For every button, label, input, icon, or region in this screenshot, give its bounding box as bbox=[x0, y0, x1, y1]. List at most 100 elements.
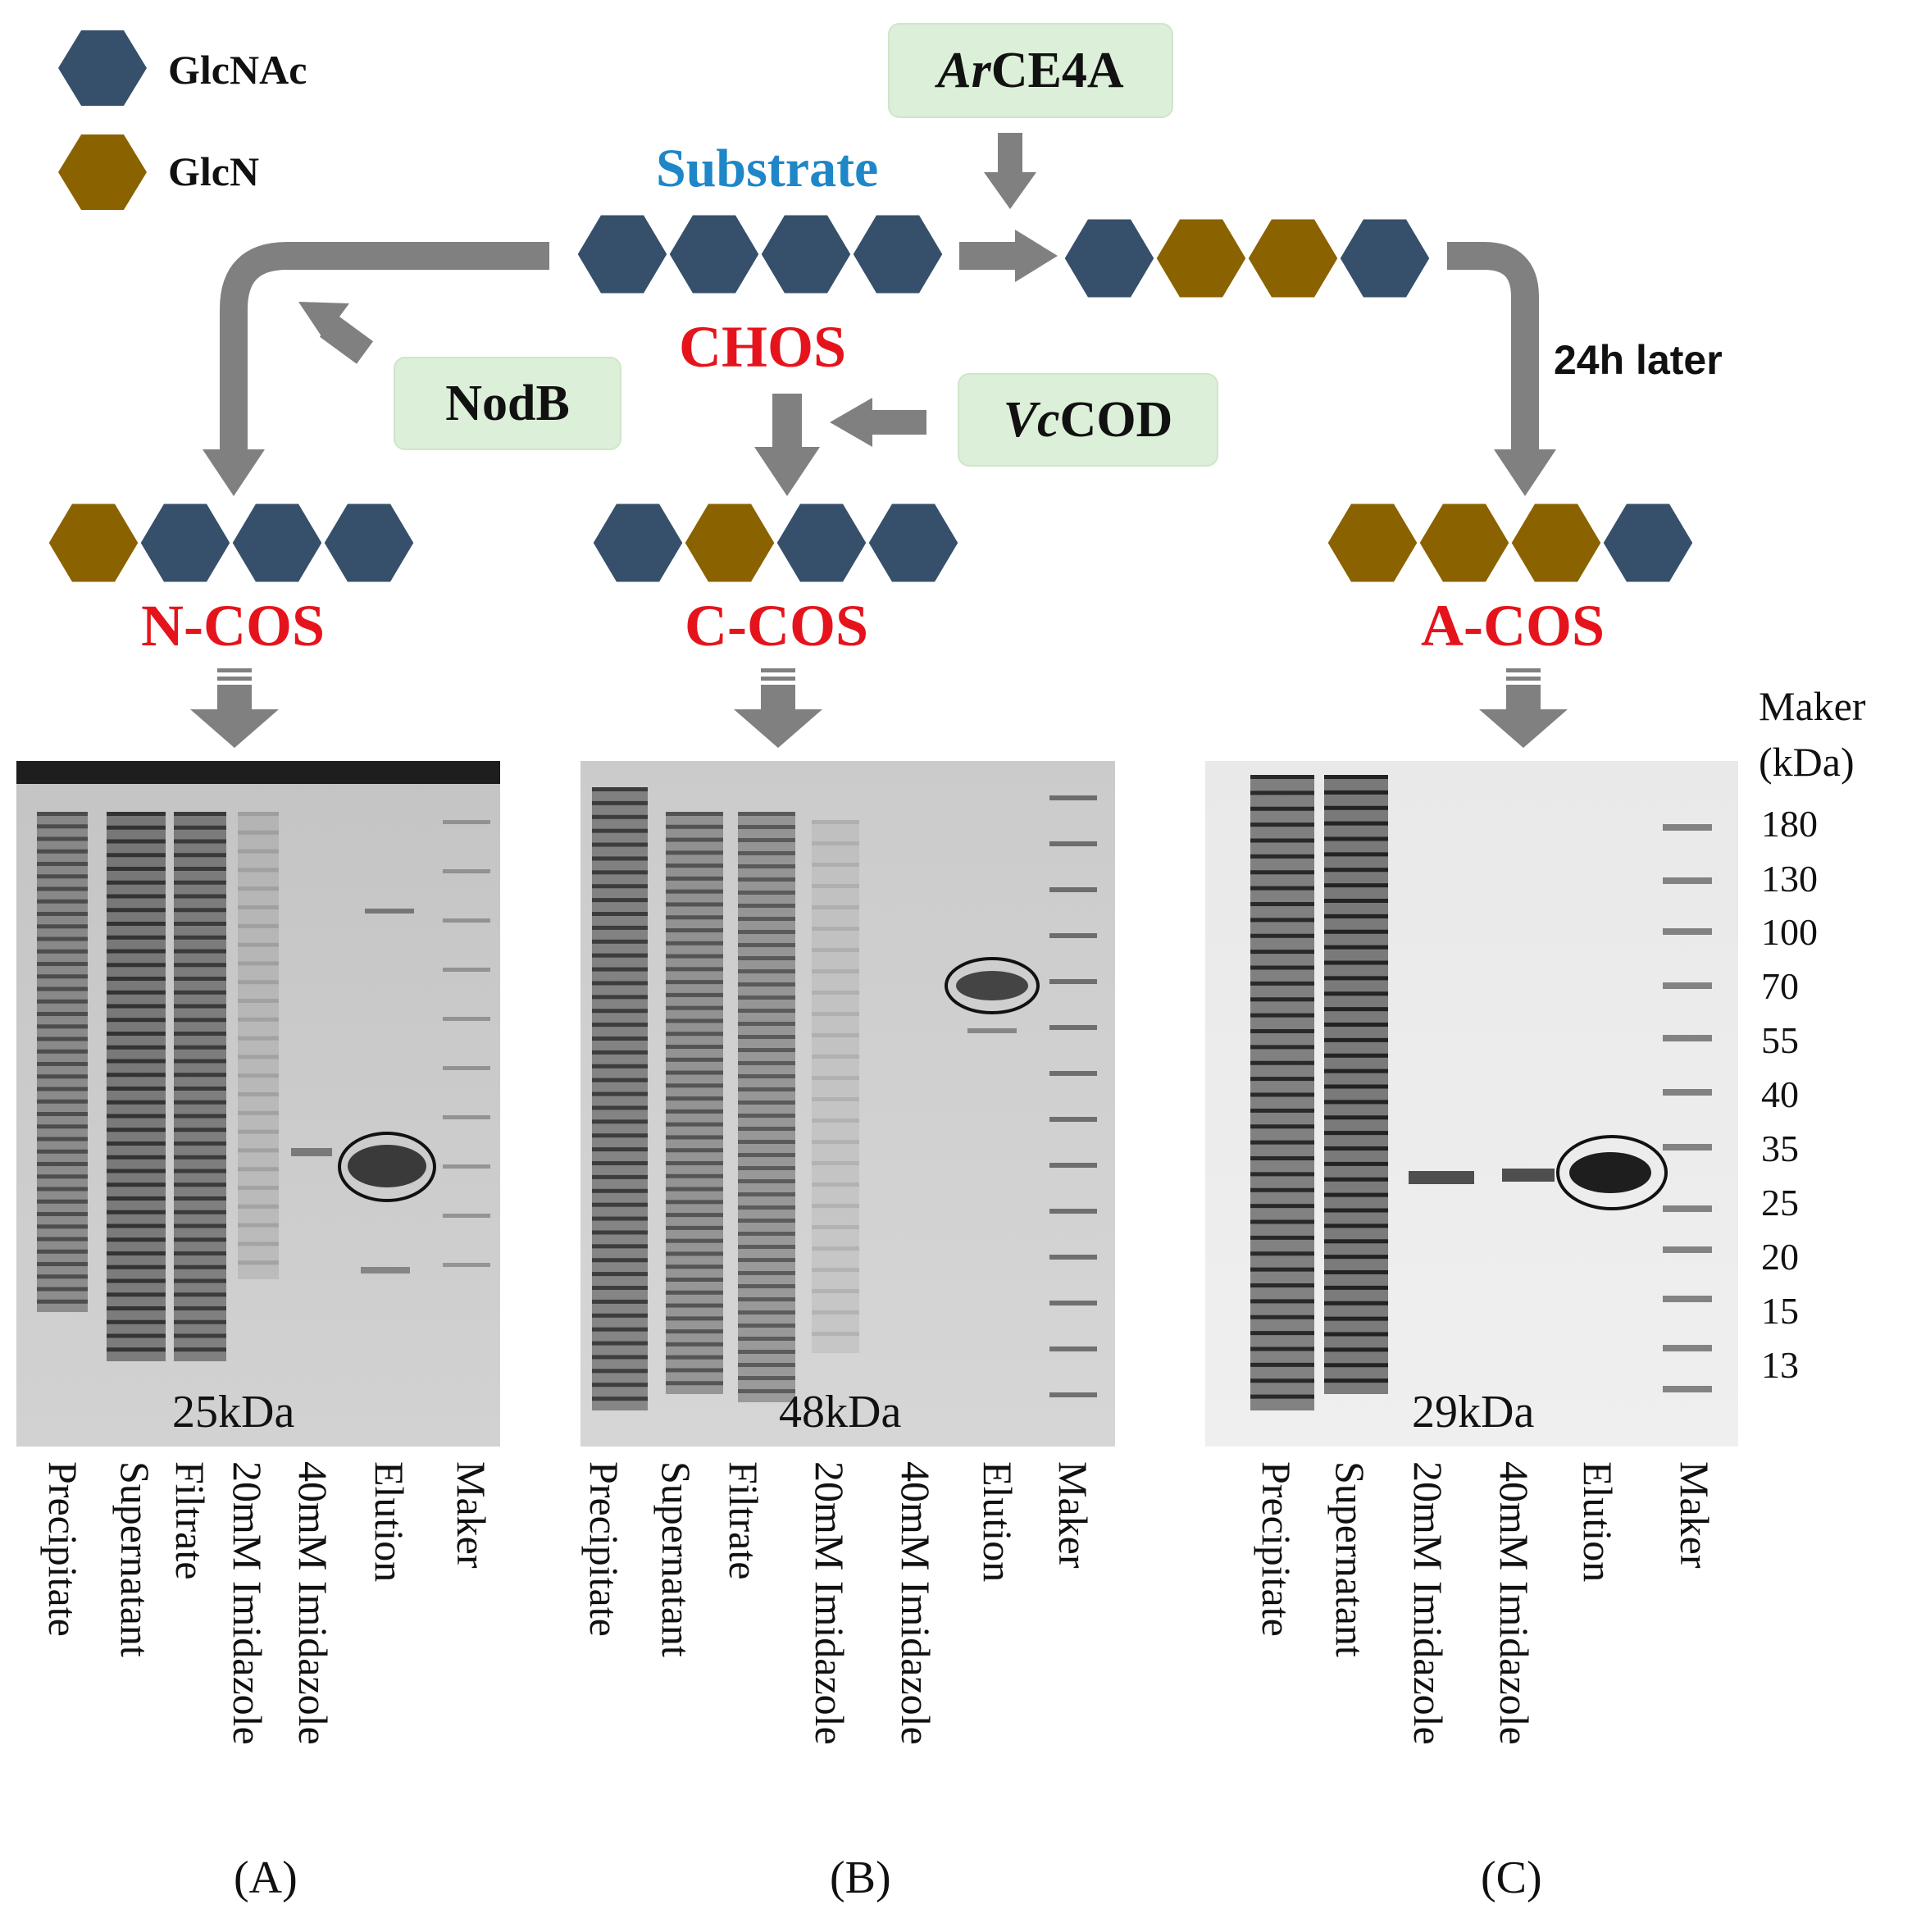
gel-b-lane-3-band bbox=[738, 877, 795, 882]
gel-b-lane-2-band bbox=[666, 1381, 723, 1386]
gel-a-lane-3-band bbox=[174, 1100, 226, 1105]
lanes-a-lane-label: 20mM Imidazole bbox=[225, 1461, 271, 1745]
gel-a-lane-3-band bbox=[174, 1251, 226, 1255]
lanes-c-lane-label: Maker bbox=[1672, 1461, 1718, 1569]
gel-c-lane-2-band bbox=[1324, 1363, 1388, 1368]
gel-c-lane-3-band bbox=[1409, 1171, 1474, 1184]
arrow-to-acos bbox=[1447, 242, 1539, 459]
gel-b-lane-1-band bbox=[592, 1299, 648, 1304]
gel-a-lane-1-band bbox=[37, 1049, 88, 1054]
gel-b-lane-3-band bbox=[738, 1297, 795, 1301]
gel-a-lane-3-band bbox=[174, 1087, 226, 1091]
gel-a-lane-4-band bbox=[238, 1092, 279, 1096]
gel-b-lane-1-band bbox=[592, 1091, 648, 1096]
lanes-c-lane-label: 40mM Imidazole bbox=[1491, 1461, 1537, 1745]
panel-a-label: (A) bbox=[234, 1852, 298, 1903]
lanes-b-lane-label: Precipitate bbox=[581, 1461, 627, 1637]
gel-a-lane-1-band bbox=[37, 1174, 88, 1179]
lanes-c-lane-label: Supernatant bbox=[1327, 1461, 1373, 1657]
arrow-head-ccos bbox=[754, 447, 820, 496]
gel-b-marker-band bbox=[1049, 841, 1097, 846]
gel-c-elution-band bbox=[1569, 1152, 1651, 1193]
gel-c-marker-band bbox=[1663, 1205, 1712, 1212]
gel-b-lane-4-band bbox=[812, 820, 859, 824]
gel-a-lane-3-band bbox=[174, 1155, 226, 1160]
gel-c-lane-2-band bbox=[1324, 1347, 1388, 1352]
legend-hexagons bbox=[58, 30, 147, 210]
lanes-b-lane-label: 40mM Imidazole bbox=[893, 1461, 939, 1745]
gel-b-lane-4-band bbox=[812, 927, 859, 931]
gel-a-lane-2-band bbox=[107, 1347, 166, 1352]
gel-b-lane-2-band bbox=[666, 1057, 723, 1062]
gel-b-lane-1-band bbox=[592, 1023, 648, 1028]
gel-b-lane-1-band bbox=[592, 1258, 648, 1263]
gel-b-lane-2-band bbox=[666, 1316, 723, 1321]
gel-b-lane-2-band bbox=[666, 889, 723, 894]
gel-c-lane-1-band bbox=[1250, 822, 1314, 827]
gel-b-lane-1-band bbox=[592, 981, 648, 986]
gel-b-lane-2-band bbox=[666, 1329, 723, 1334]
arrow-head-vccod bbox=[830, 398, 872, 447]
gel-b-lane-1-band bbox=[592, 1355, 648, 1360]
gel-a-marker-band bbox=[443, 1164, 490, 1169]
gel-a-marker-band bbox=[443, 1017, 490, 1021]
enzyme-nodb: NodB bbox=[394, 357, 621, 450]
gel-b-lane-4-band bbox=[812, 1289, 859, 1293]
gel-a-lane-2-band bbox=[107, 894, 166, 899]
gel-b-lane-2-band bbox=[666, 1278, 723, 1282]
gel-c-lane-2-band bbox=[1324, 1332, 1388, 1337]
gel-a-lane-3-band bbox=[174, 1059, 226, 1064]
gel-b-lane-1-band bbox=[592, 1037, 648, 1041]
gel-c-lane-1-band bbox=[1250, 1331, 1314, 1336]
gel-a-lane-3-band bbox=[174, 1347, 226, 1352]
gel-b-lane-1-band bbox=[592, 884, 648, 889]
gel-b-lane-4-band bbox=[812, 1204, 859, 1208]
gel-b-lane-2-band bbox=[666, 1368, 723, 1373]
gel-b-lane-4-band bbox=[812, 1225, 859, 1229]
gel-b-lane-2-band bbox=[666, 876, 723, 881]
gel-c-lane-1-band bbox=[1250, 902, 1314, 906]
gel-a-lane-4-band bbox=[238, 1073, 279, 1078]
gel-a-lane-2-band bbox=[107, 1251, 166, 1255]
gel-b-lane-4-band bbox=[812, 1161, 859, 1165]
gel-b-lane-1-band bbox=[592, 1009, 648, 1014]
gel-b-lane-3-band bbox=[738, 1337, 795, 1341]
gel-a-lane-3-band bbox=[174, 1073, 226, 1078]
gel-b-lane-3-band bbox=[738, 1219, 795, 1223]
glcnac-hexagon bbox=[321, 501, 417, 585]
gel-a-lane-3-band bbox=[174, 949, 226, 954]
gel-a-lane-3-band bbox=[174, 1114, 226, 1119]
gel-b-lane-3-band bbox=[738, 1363, 795, 1367]
lanes-b-lane-label: Elution bbox=[975, 1461, 1021, 1583]
gel-b-lane-2-band bbox=[666, 1083, 723, 1088]
gel-b-lane-1-band bbox=[592, 856, 648, 861]
gel-a-marker-band bbox=[443, 1066, 490, 1070]
gel-c-lane-2-band bbox=[1324, 1146, 1388, 1151]
gel-c-lane-2-band bbox=[1324, 945, 1388, 950]
gel-a-top-edge bbox=[16, 761, 500, 784]
chain-acos bbox=[1325, 501, 1696, 585]
gel-b-lane-2-band bbox=[666, 980, 723, 985]
lanes-a-lane-label: Supernatant bbox=[112, 1461, 158, 1657]
gel-c-lane-1-band bbox=[1250, 1219, 1314, 1224]
gel-c-lane-2-band bbox=[1324, 852, 1388, 857]
glcnac-hexagon bbox=[758, 212, 854, 296]
gel-a-lane-1-band bbox=[37, 1137, 88, 1141]
lanes-a-lane-label: Filtrate bbox=[167, 1461, 213, 1580]
gel-c-lane-2-band bbox=[1324, 821, 1388, 826]
gel-b-lane-3-band bbox=[738, 1258, 795, 1262]
lanes-b-lane-label: Maker bbox=[1050, 1461, 1096, 1569]
gel-a-lane-3-band bbox=[174, 1196, 226, 1201]
glcn-hexagon bbox=[1417, 501, 1512, 585]
gel-b-lane-4-band bbox=[812, 948, 859, 952]
gel-c-marker-band bbox=[1663, 1296, 1712, 1302]
gel-b-lane-3-band bbox=[738, 1035, 795, 1039]
gel-c-lane-2-band bbox=[1324, 1053, 1388, 1058]
gel-a-lane-2-band bbox=[107, 1004, 166, 1009]
gel-b-lane-4-band bbox=[812, 1246, 859, 1251]
gel-b-marker-band bbox=[1049, 1255, 1097, 1260]
gel-a-lane-2-band bbox=[107, 922, 166, 926]
gel-a-lane-1-band bbox=[37, 1062, 88, 1066]
gel-b-lane-2-band bbox=[666, 992, 723, 997]
